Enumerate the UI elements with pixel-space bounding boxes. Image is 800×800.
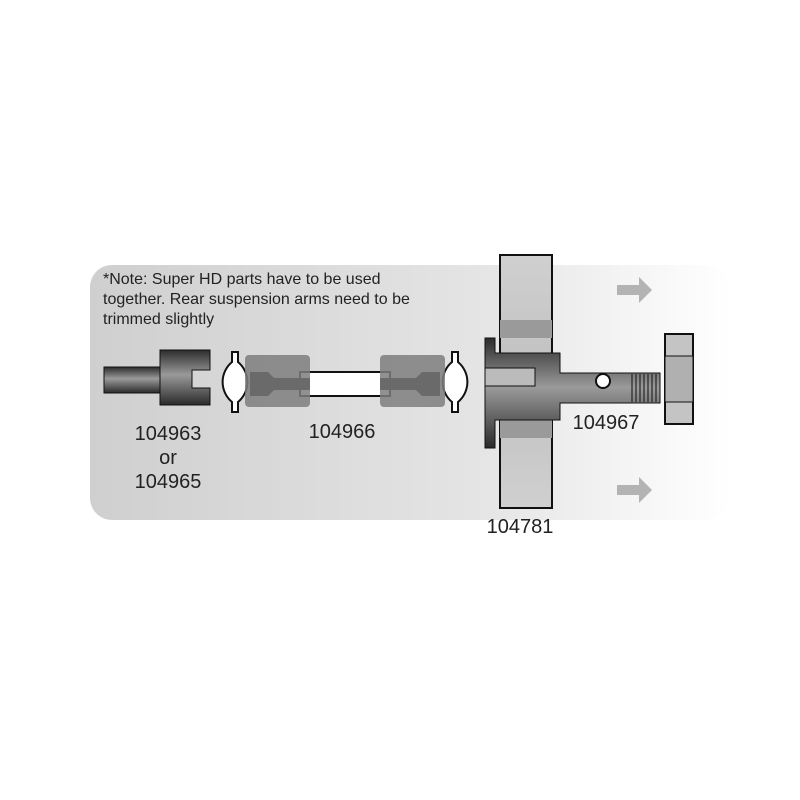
axle-pin-hole <box>595 373 611 389</box>
yoke-label: 104963 or 104965 <box>118 422 218 494</box>
yoke-part <box>103 349 211 406</box>
dogbone-label: 104966 <box>308 421 376 443</box>
part-number-alt: 104965 <box>134 471 202 493</box>
part-number: 104963 <box>134 423 202 445</box>
note-line: *Note: Super HD parts have to be used <box>103 271 381 288</box>
hub-label: 104781 <box>486 516 554 538</box>
arrow-right-icon <box>617 277 652 303</box>
note-text: *Note: Super HD parts have to be used to… <box>103 270 433 330</box>
note-line: together. Rear suspension arms need to b… <box>103 291 410 308</box>
or-text: or <box>159 447 177 469</box>
dogbone-part <box>221 351 469 413</box>
axle-label: 104967 <box>572 412 640 434</box>
arrow-right-icon <box>617 477 652 503</box>
axle-part <box>484 337 661 449</box>
note-line: trimmed slightly <box>103 311 215 328</box>
nut-part <box>664 333 694 425</box>
